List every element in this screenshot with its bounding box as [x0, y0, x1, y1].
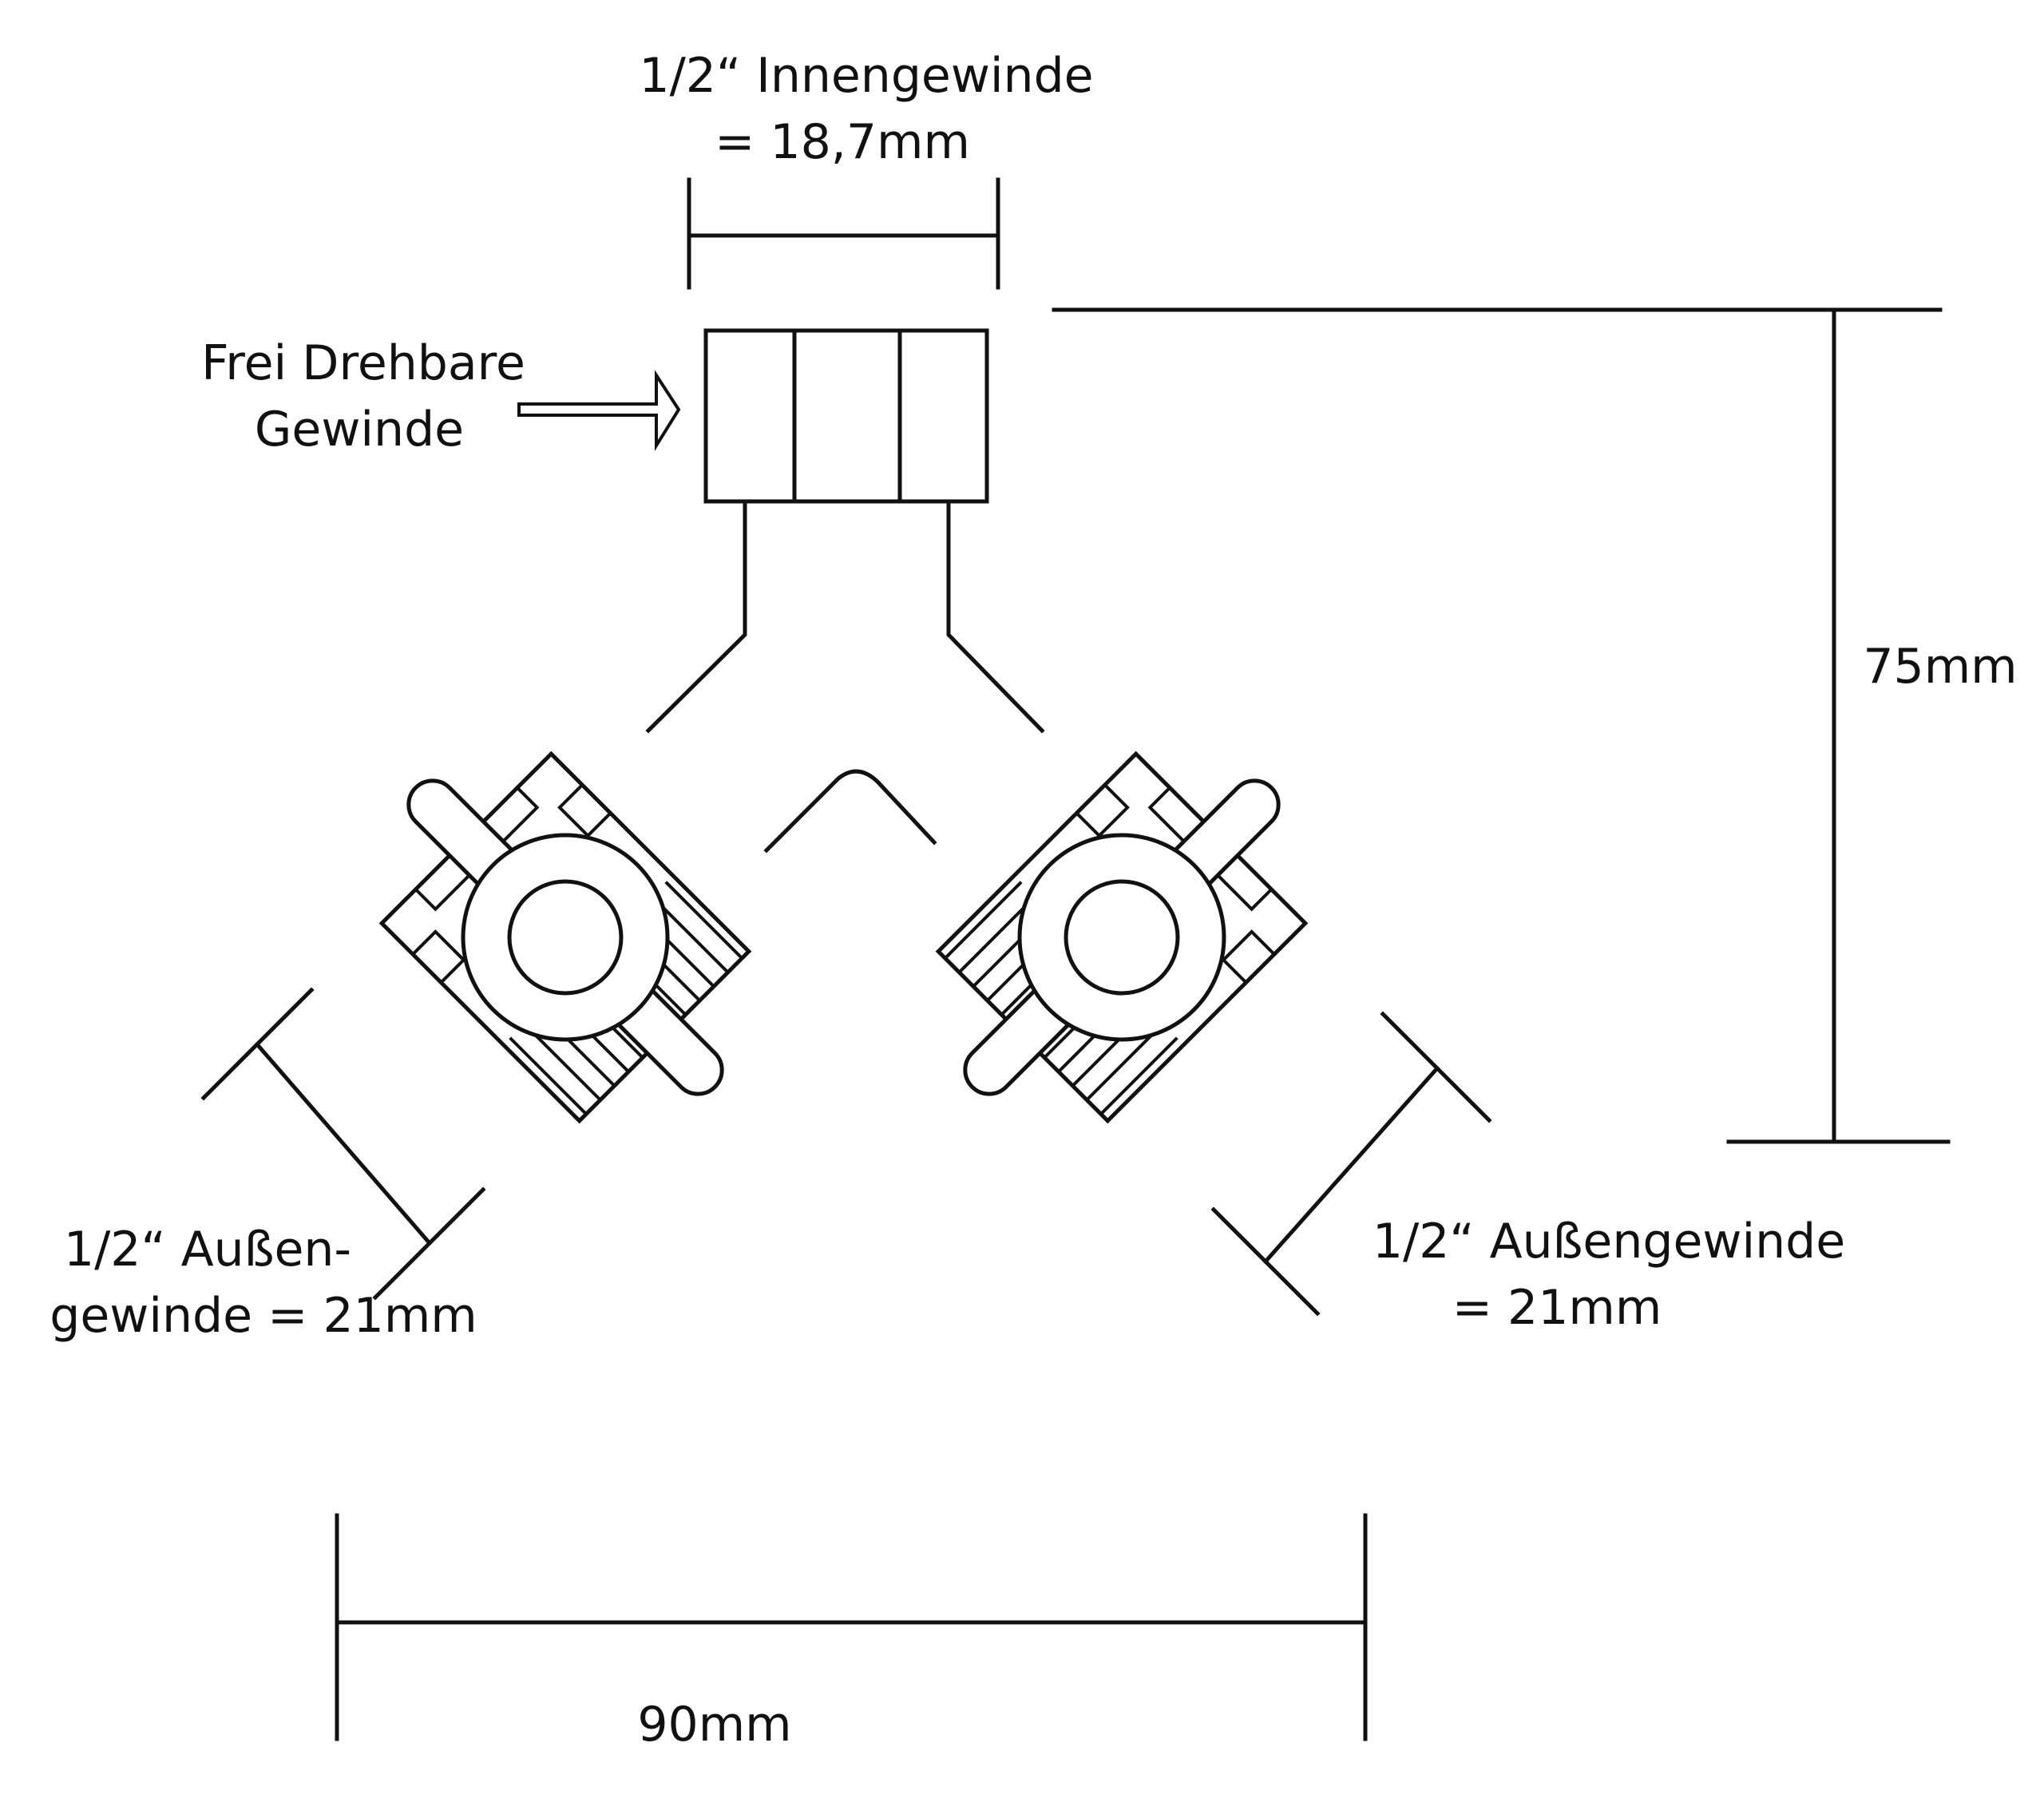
- right-valve: [935, 751, 1309, 1124]
- swivel-arrow-icon: [517, 370, 681, 451]
- height-dimension: [1052, 307, 1951, 1144]
- y-adapter-body: [645, 328, 1045, 854]
- right-thread-dimension: [1210, 1011, 1492, 1317]
- height-label: 75mm: [1863, 639, 2017, 695]
- top-thread-label-line1: 1/2“ Innengewinde: [639, 48, 1093, 104]
- swivel-label-line2: Gewinde: [255, 402, 464, 457]
- swivel-nut: [703, 328, 989, 504]
- right-thread-label-line1: 1/2“ Außengewinde: [1373, 1214, 1845, 1269]
- left-thread-dimension: [200, 987, 486, 1301]
- swivel-label-line1: Frei Drehbare: [201, 335, 525, 391]
- top-thread-dimension: [687, 177, 1000, 290]
- right-thread-label-line2: = 21mm: [1452, 1280, 1662, 1336]
- width-label: 90mm: [637, 1697, 791, 1753]
- top-thread-label-line2: = 18,7mm: [715, 114, 970, 170]
- left-valve: [378, 751, 752, 1124]
- left-thread-label-line2: gewinde = 21mm: [50, 1288, 477, 1344]
- width-dimension: [335, 1513, 1368, 1741]
- left-thread-label-line1: 1/2“ Außen-: [64, 1222, 351, 1277]
